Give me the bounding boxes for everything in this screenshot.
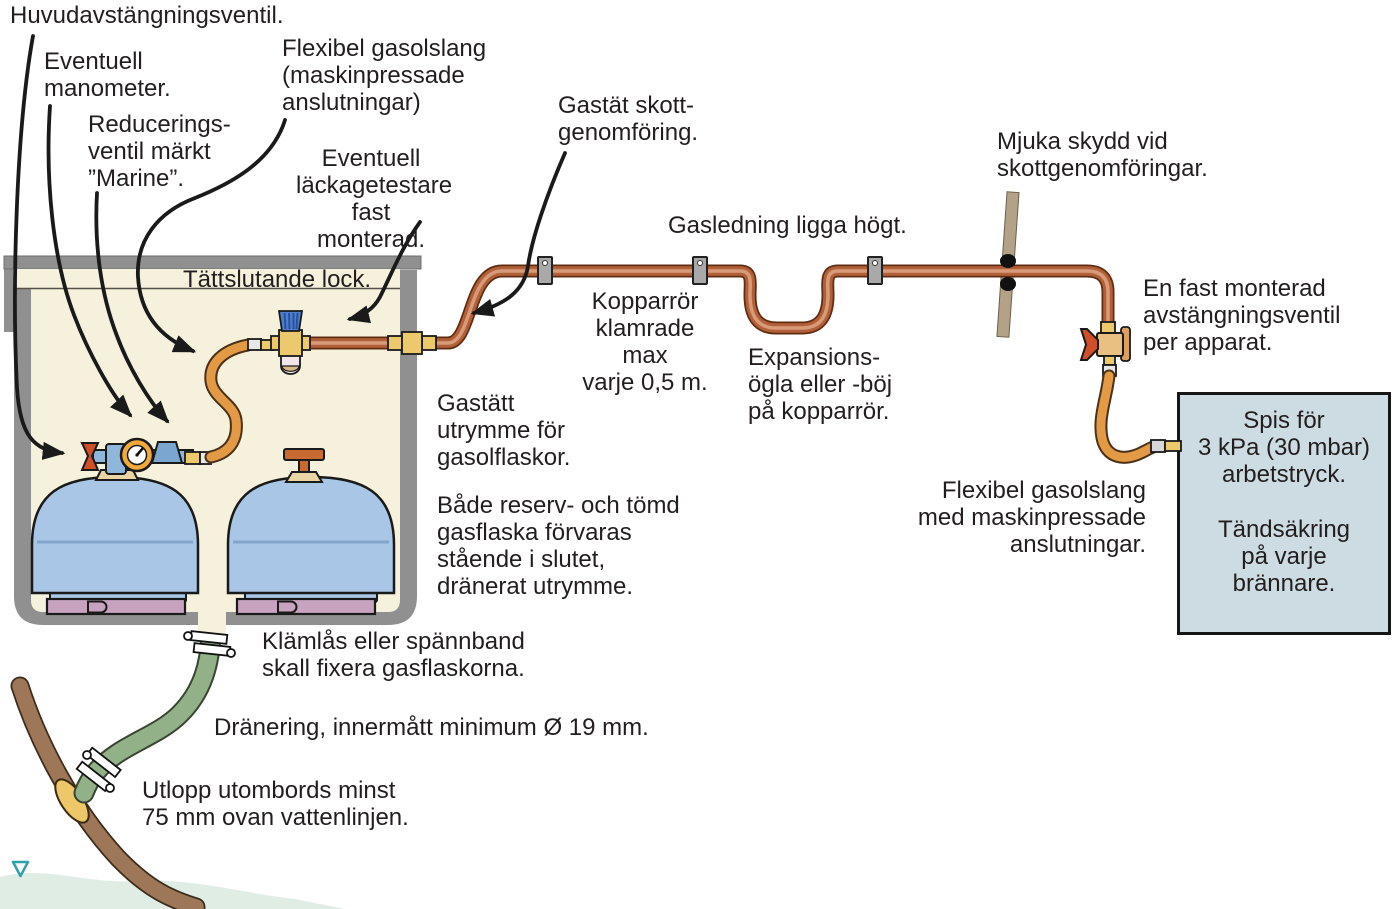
hull-hose-clamp (75, 746, 122, 793)
waterline-triangle-icon (11, 860, 30, 878)
arrow-skottgenomforing (470, 151, 567, 317)
drain-hose (73, 617, 222, 804)
bottle-collar (94, 469, 140, 481)
appliance-shutoff-valve (1079, 321, 1131, 377)
stove-box: Spis för 3 kPa (30 mbar) arbetstryck. Tä… (1177, 392, 1391, 635)
water-surface (0, 872, 345, 909)
stove-flamefailure-text: Tändsäkring på varje brännare. (1217, 516, 1351, 597)
band-latch (87, 600, 108, 614)
stove-pressure-text: Spis för 3 kPa (30 mbar) arbetstryck. (1197, 407, 1371, 488)
bulkhead-fitting (387, 331, 437, 355)
label-eventuell-manometer: Eventuell manometer. (44, 48, 171, 102)
band-latch (277, 600, 298, 614)
flexible-hose-locker (204, 338, 274, 464)
gas-bottle-left (30, 469, 200, 616)
soft-protection-dots (1000, 254, 1016, 291)
arrow-reducering (94, 191, 170, 424)
label-lackagetestare: Eventuell läckagetestare fast monterad. (296, 145, 453, 253)
drain-chute (198, 605, 226, 634)
label-tattslutande-lock: Tättslutande lock. (183, 266, 372, 293)
valve-pipe (92, 449, 194, 464)
bottle-clamp-band (45, 597, 187, 616)
regulator-assembly (80, 437, 212, 475)
through-hull-fitting (54, 778, 90, 824)
bulkhead-board (996, 191, 1020, 338)
label-reduceringsventil: Reducerings- ventil märkt ”Marine”. (88, 111, 231, 192)
label-mjuka-skydd: Mjuka skydd vid skottgenomföringar. (997, 128, 1208, 182)
pipe-clamps (537, 256, 883, 285)
label-fast-avstangningsventil: En fast monterad avstängningsventil per … (1143, 275, 1341, 356)
gas-bottle-right (226, 448, 396, 616)
label-expansionsogla: Expansions- ögla eller -böj på kopparrör… (748, 344, 893, 425)
drain-fitting-clamp (183, 630, 236, 658)
bottle-clamp-band (235, 597, 377, 616)
reducing-valve (150, 441, 184, 464)
label-gastat-skottgenomforing: Gastät skott- genomföring. (558, 92, 699, 146)
label-bada-reserv: Både reserv- och tömd gasflaska förvaras… (437, 492, 680, 600)
bottle-valve-handle (283, 448, 325, 461)
label-gasledning-ligga-hogt: Gasledning ligga högt. (668, 212, 907, 239)
label-flexibel-gasolslang-top: Flexibel gasolslang (maskinpressade ansl… (282, 35, 487, 116)
flexible-hose-stove (1094, 369, 1182, 464)
leak-tester-knob (277, 310, 304, 332)
label-utlopp: Utlopp utombords minst 75 mm ovan vatten… (142, 777, 409, 831)
main-shutoff-handle (80, 442, 100, 471)
label-klamlas: Klämlås eller spännband skall fixera gas… (262, 628, 525, 682)
appliance-valve-handle (1079, 328, 1099, 361)
gas-locker (3, 255, 422, 634)
label-flexibel-gasolslang-right: Flexibel gasolslang med maskinpressade a… (917, 477, 1146, 558)
label-kopparror-klamrade: Kopparrör klamrade max varje 0,5 m. (582, 288, 708, 396)
label-huvudavstangningsventil: Huvudavstängningsventil. (10, 2, 284, 29)
leak-tester (270, 310, 311, 375)
bottle-collar (284, 471, 324, 483)
label-dranering: Dränering, innermått minimum Ø 19 mm. (214, 714, 649, 741)
copper-pipe-main (436, 264, 1115, 350)
label-gastatt-utrymme: Gastätt utrymme för gasolflaskor. (437, 390, 571, 471)
main-shutoff-valve (105, 443, 127, 475)
manometer-gauge (119, 437, 155, 473)
